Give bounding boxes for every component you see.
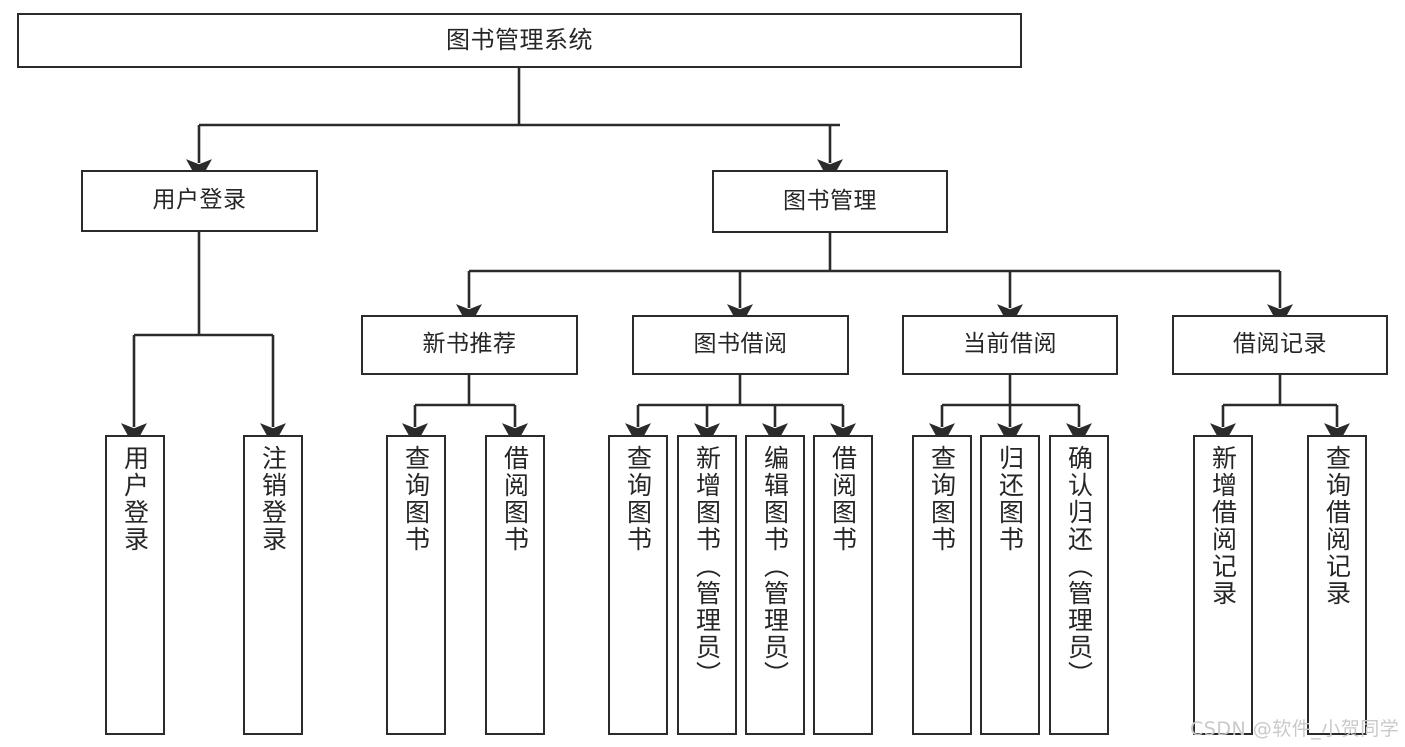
node-label: 注销登录 bbox=[258, 445, 288, 553]
node-label: 查询图书 bbox=[401, 445, 431, 553]
leaf-user-login-signin[interactable]: 用户登录 bbox=[105, 435, 165, 735]
leaf-borrow-query-book[interactable]: 查询图书 bbox=[608, 435, 668, 735]
node-label: 借阅图书 bbox=[828, 445, 858, 553]
node-book-management[interactable]: 图书管理 bbox=[712, 170, 948, 233]
node-label: 新增图书（管理员） bbox=[692, 445, 722, 688]
leaf-recommend-query-book[interactable]: 查询图书 bbox=[386, 435, 446, 735]
leaf-current-query-book[interactable]: 查询图书 bbox=[912, 435, 972, 735]
node-label: 查询图书 bbox=[623, 445, 653, 553]
leaf-borrow-edit-book-admin[interactable]: 编辑图书（管理员） bbox=[745, 435, 805, 735]
node-label: 当前借阅 bbox=[963, 331, 1057, 358]
node-borrow-record[interactable]: 借阅记录 bbox=[1172, 315, 1388, 375]
node-label: 图书借阅 bbox=[693, 331, 788, 358]
node-label: 用户登录 bbox=[152, 187, 247, 214]
node-label: 编辑图书（管理员） bbox=[760, 445, 790, 688]
node-label: 查询借阅记录 bbox=[1322, 445, 1352, 607]
csdn-watermark: CSDN @软件_小贺同学 bbox=[1190, 718, 1400, 740]
node-label: 新增借阅记录 bbox=[1208, 445, 1238, 607]
leaf-borrow-add-book-admin[interactable]: 新增图书（管理员） bbox=[677, 435, 737, 735]
leaf-current-return-book[interactable]: 归还图书 bbox=[980, 435, 1040, 735]
node-label: 确认归还（管理员） bbox=[1064, 445, 1094, 688]
node-current-borrow[interactable]: 当前借阅 bbox=[902, 315, 1118, 375]
leaf-user-login-signout[interactable]: 注销登录 bbox=[243, 435, 303, 735]
node-label: 图书管理系统 bbox=[446, 26, 593, 55]
leaf-current-confirm-return-admin[interactable]: 确认归还（管理员） bbox=[1049, 435, 1109, 735]
node-label: 图书管理 bbox=[783, 187, 877, 214]
node-book-borrow[interactable]: 图书借阅 bbox=[632, 315, 849, 375]
node-label: 新书推荐 bbox=[422, 331, 517, 358]
leaf-borrow-borrow-book[interactable]: 借阅图书 bbox=[813, 435, 873, 735]
node-label: 借阅记录 bbox=[1233, 331, 1327, 358]
node-user-login[interactable]: 用户登录 bbox=[81, 170, 318, 232]
node-label: 归还图书 bbox=[995, 445, 1025, 553]
node-label: 查询图书 bbox=[927, 445, 957, 553]
node-label: 用户登录 bbox=[120, 445, 150, 553]
leaf-recommend-borrow-book[interactable]: 借阅图书 bbox=[485, 435, 545, 735]
node-root-book-management-system[interactable]: 图书管理系统 bbox=[17, 13, 1022, 68]
node-label: 借阅图书 bbox=[500, 445, 530, 553]
node-new-book-recommend[interactable]: 新书推荐 bbox=[361, 315, 578, 375]
leaf-record-query-borrow-record[interactable]: 查询借阅记录 bbox=[1307, 435, 1367, 735]
leaf-record-add-borrow-record[interactable]: 新增借阅记录 bbox=[1193, 435, 1253, 735]
